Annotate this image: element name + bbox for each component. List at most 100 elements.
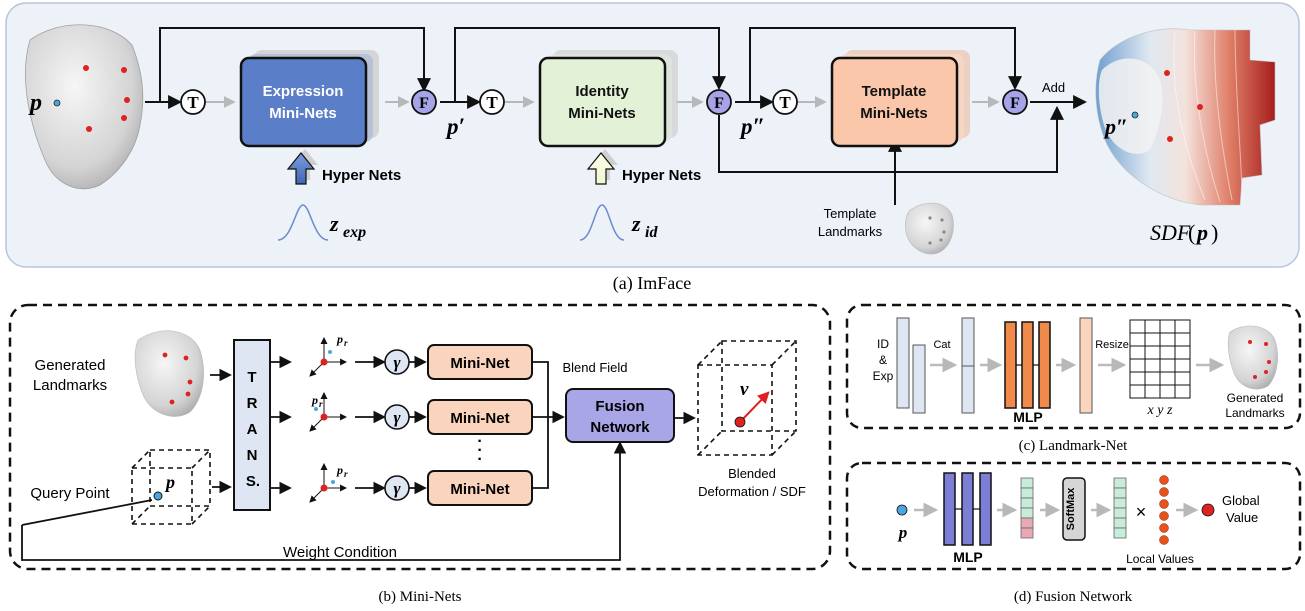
sdf-label: SDF ( p ): [1150, 220, 1218, 245]
blend-field-label: Blend Field: [562, 360, 627, 375]
axis-origin-3: [320, 484, 328, 492]
query-cube: [131, 449, 211, 525]
panel-d-border: [845, 461, 1302, 571]
exp-vector: [912, 344, 926, 414]
cat-label: Cat: [933, 339, 950, 351]
local-values: [1159, 475, 1169, 545]
mlp-d-label: MLP: [953, 549, 983, 565]
template-landmarks-label-2: Landmarks: [818, 224, 883, 239]
id-exp-label: ID & Exp: [873, 337, 894, 383]
global-value-label-1: Global: [1222, 493, 1260, 508]
generated-landmarks-face-c: [1227, 325, 1278, 390]
svg-text:Mini-Net: Mini-Net: [450, 355, 509, 372]
output-cube: [697, 340, 797, 456]
gamma-input-arrows: [355, 355, 386, 495]
svg-text:F: F: [1010, 95, 1020, 112]
query-p-label: p: [164, 472, 175, 492]
mininet-input-arrows: [409, 355, 427, 495]
svg-text:Expression: Expression: [263, 83, 344, 100]
softmax-weights: [1113, 477, 1127, 539]
fusion-input-arrows: [21, 361, 696, 561]
transform-t-1: T: [180, 89, 206, 115]
svg-text:id: id: [645, 224, 658, 241]
pr-label-3: p r: [336, 463, 348, 479]
multiply-symbol: ×: [1136, 502, 1147, 522]
svg-text:·: ·: [477, 451, 482, 468]
global-value-label-2: Value: [1226, 510, 1258, 525]
pr-label-2: p r: [311, 393, 323, 409]
generated-landmarks-label-c-2: Landmarks: [1225, 406, 1284, 420]
svg-text:z: z: [631, 211, 641, 236]
fusion-p-label: p: [897, 523, 908, 542]
axis-point-3: [331, 480, 335, 484]
svg-text:F: F: [419, 95, 429, 112]
blended-label-1: Blended: [728, 466, 776, 481]
template-landmarks-face: [905, 202, 954, 255]
ellipsis-dots: · · ·: [477, 433, 482, 468]
input-face: [25, 24, 144, 190]
mini-net-1: Mini-Net: [427, 344, 533, 380]
svg-text:r: r: [319, 399, 323, 409]
caption-d: (d) Fusion Network: [1014, 589, 1133, 605]
pr-label-1: p r: [336, 332, 348, 348]
svg-text:γ: γ: [393, 408, 401, 427]
svg-text:ID: ID: [877, 337, 889, 351]
id-vector: [896, 317, 910, 409]
panel-b-border: [8, 303, 832, 571]
svg-text:exp: exp: [343, 224, 366, 241]
add-label: Add: [1042, 80, 1065, 95]
svg-text:p: p: [336, 463, 343, 477]
hyper-nets-label-2: Hyper Nets: [622, 167, 701, 184]
svg-text:A: A: [247, 421, 258, 438]
query-point-marker: [53, 99, 61, 107]
svg-text:Template: Template: [862, 83, 927, 100]
point-p-label: p: [28, 90, 42, 116]
resize-label: Resize: [1095, 339, 1129, 351]
identity-mini-nets: Identity Mini-Nets: [538, 50, 678, 148]
svg-text:SDF: SDF: [1150, 220, 1191, 245]
caption-a: (a) ImFace: [613, 273, 691, 294]
deformation-vector: [739, 391, 770, 423]
global-value-point: [1201, 503, 1215, 517]
fusion-f-2: F: [706, 89, 732, 115]
svg-text:γ: γ: [393, 479, 401, 498]
point-p-prime-label: p′: [445, 114, 465, 139]
svg-text:SoftMax: SoftMax: [1065, 487, 1077, 531]
svg-text:z: z: [329, 211, 339, 236]
hyper-nets-label-1: Hyper Nets: [322, 167, 401, 184]
panel-c-border: [845, 303, 1302, 430]
trans-input-arrows: [210, 368, 232, 494]
transform-t-2: T: [479, 89, 505, 115]
generated-landmarks-label-1: Generated: [35, 357, 106, 374]
gamma-1: γ: [384, 349, 410, 375]
svg-text:p: p: [311, 393, 318, 407]
z-exp-label: z exp: [329, 211, 366, 241]
generated-landmarks-face-b: [134, 330, 204, 417]
svg-text:R: R: [247, 395, 258, 412]
generated-landmarks-label-c-1: Generated: [1227, 391, 1284, 405]
local-values-label: Local Values: [1126, 552, 1194, 566]
mlp-c-label: MLP: [1013, 409, 1043, 425]
svg-text:γ: γ: [393, 353, 401, 372]
landmark-grid: [1129, 319, 1191, 399]
blended-label-2: Deformation / SDF: [698, 484, 806, 499]
fusion-f-3: F: [1002, 89, 1028, 115]
svg-text:r: r: [344, 338, 348, 348]
svg-text:T: T: [187, 93, 199, 112]
svg-text:Fusion: Fusion: [595, 398, 644, 415]
caption-b: (b) Mini-Nets: [379, 589, 462, 605]
z-id-label: z id: [631, 211, 658, 241]
axis-point-1: [328, 350, 332, 354]
svg-text:F: F: [714, 95, 724, 112]
svg-text:·: ·: [477, 442, 482, 459]
trans-block: T R A N S.: [233, 339, 271, 511]
svg-text:Network: Network: [590, 419, 650, 436]
main-flow-arrows: [145, 27, 1088, 205]
landmark-vector: [1079, 317, 1093, 414]
point-p-output-label: p″: [1103, 114, 1128, 139]
generated-landmarks-label-2: Landmarks: [33, 377, 107, 394]
caption-c: (c) Landmark-Net: [1019, 438, 1129, 454]
svg-text:r: r: [344, 469, 348, 479]
concat-vector: [961, 317, 975, 414]
point-p-double-prime-label: p″: [739, 114, 765, 139]
